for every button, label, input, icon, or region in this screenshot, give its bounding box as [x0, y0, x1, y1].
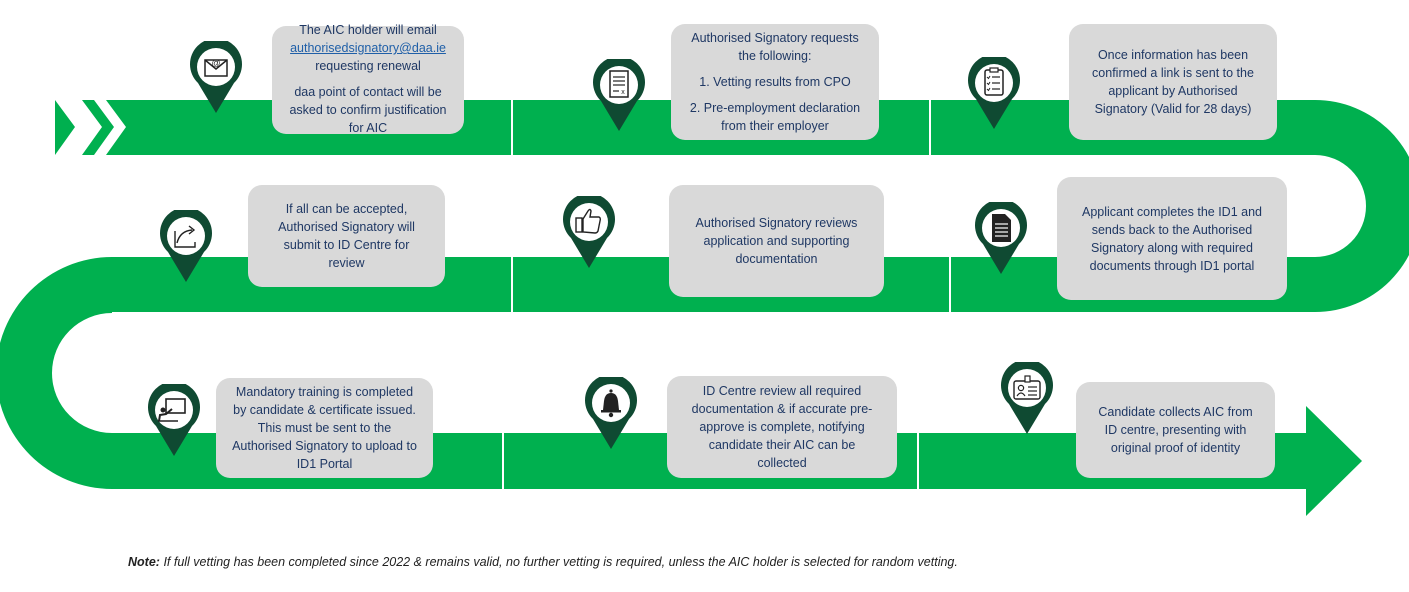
step4-text: Applicant completes the ID1 and sends ba… [1082, 204, 1262, 273]
step9-text: Candidate collects AIC from ID centre, p… [1098, 405, 1253, 455]
step8-text: ID Centre review all required documentat… [691, 384, 873, 470]
step4-box: Applicant completes the ID1 and sends ba… [1057, 177, 1287, 300]
step1-text: The AIC holder will email [299, 23, 437, 37]
step3-text: Once information has been confirmed a li… [1092, 48, 1254, 116]
step9-box: Candidate collects AIC from ID centre, p… [1076, 382, 1275, 478]
step1-extra: daa point of contact will be asked to co… [289, 85, 447, 135]
step2-text: Authorised Signatory requests the follow… [691, 31, 859, 63]
step5-box: Authorised Signatory reviews application… [669, 185, 884, 297]
share-arrow-icon [160, 210, 212, 282]
svg-text:x: x [621, 89, 625, 96]
document-icon [975, 202, 1027, 274]
bell-icon [585, 377, 637, 449]
step8-box: ID Centre review all required documentat… [667, 376, 897, 478]
step3-box: Once information has been confirmed a li… [1069, 24, 1277, 140]
checklist-document-icon: x [593, 59, 645, 131]
training-presentation-icon [148, 384, 200, 456]
step5-text: Authorised Signatory reviews application… [695, 216, 858, 266]
footnote-text: If full vetting has been completed since… [163, 555, 958, 569]
clipboard-checklist-icon [968, 57, 1020, 129]
step2-item-1: 1. Vetting results from CPO [699, 75, 851, 89]
id-badge-icon [1001, 362, 1053, 434]
step1-text-after: requesting renewal [315, 59, 421, 73]
step1-box: The AIC holder will email authorisedsign… [272, 23, 464, 135]
svg-text:@: @ [211, 58, 220, 68]
step7-box: Mandatory training is completed by candi… [216, 378, 433, 478]
footnote-label: Note: [128, 555, 160, 569]
step6-box: If all can be accepted, Authorised Signa… [248, 185, 445, 287]
step2-box: Authorised Signatory requests the follow… [671, 24, 879, 140]
step6-text: If all can be accepted, Authorised Signa… [278, 202, 415, 270]
email-link[interactable]: authorisedsignatory@daa.ie [290, 41, 446, 55]
email-icon: @ [190, 41, 242, 113]
step7-text: Mandatory training is completed by candi… [232, 385, 417, 471]
footnote: Note: If full vetting has been completed… [128, 555, 958, 569]
step2-item-2: 2. Pre-employment declaration from their… [689, 101, 861, 133]
thumbs-up-icon [563, 196, 615, 268]
